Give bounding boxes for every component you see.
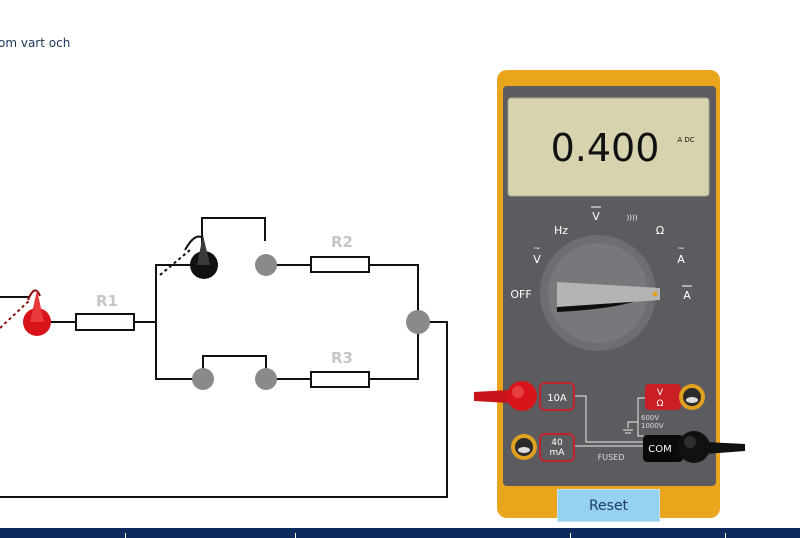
lcd-display <box>507 97 710 197</box>
multimeter: 0.400 A DC OFF ~ V Hz V )))) Ω ~ A A <box>474 70 745 518</box>
label-r3: R3 <box>331 349 353 367</box>
dial-a-dc[interactable]: A <box>683 289 691 302</box>
display-unit: A DC <box>677 136 694 144</box>
dial-ohm[interactable]: Ω <box>656 224 664 237</box>
resistor-r3 <box>310 371 370 388</box>
dial-hz[interactable]: Hz <box>554 224 568 237</box>
bottom-navigation-bar <box>0 528 800 538</box>
dial-continuity[interactable]: )))) <box>627 214 638 222</box>
black-lead-plug-com[interactable] <box>678 431 745 463</box>
node[interactable] <box>192 368 214 390</box>
separator <box>725 533 726 538</box>
red-probe[interactable] <box>23 289 51 336</box>
jack-v-ohm[interactable] <box>679 384 705 410</box>
switch-bottom[interactable] <box>202 355 267 379</box>
rating-600v: 600V <box>641 414 659 422</box>
label-fused: FUSED <box>598 453 625 462</box>
jack-v-ohm-label <box>645 384 681 410</box>
jack-40ma-label <box>539 433 575 462</box>
probe-lead-red <box>0 299 31 329</box>
dial-off[interactable]: OFF <box>510 288 531 301</box>
switch-top[interactable] <box>201 217 266 258</box>
rating-1000v: 1000V <box>641 422 664 430</box>
black-probe[interactable] <box>184 235 218 279</box>
circuit <box>0 217 448 498</box>
reset-button[interactable]: Reset <box>557 489 660 522</box>
dial-a-ac[interactable]: A <box>677 253 685 266</box>
label-r1: R1 <box>96 292 118 310</box>
display-value: 0.400 <box>551 126 660 170</box>
label-40: 40 <box>551 438 563 448</box>
node[interactable] <box>406 310 430 334</box>
separator <box>295 533 296 538</box>
separator <box>125 533 126 538</box>
dial-v-ac[interactable]: V <box>533 253 541 266</box>
label-r2: R2 <box>331 233 353 251</box>
jack-com-label <box>643 435 683 462</box>
svg-text:~: ~ <box>533 244 541 254</box>
svg-text:~: ~ <box>677 244 685 254</box>
label-v: V <box>657 388 664 398</box>
resistor-r2 <box>310 256 370 273</box>
label-ohm: Ω <box>657 399 664 409</box>
wire <box>0 321 448 498</box>
node[interactable] <box>255 254 277 276</box>
resistor-r1 <box>75 313 135 331</box>
rotary-dial[interactable] <box>540 235 660 351</box>
label-com: COM <box>648 444 671 455</box>
node[interactable] <box>255 368 277 390</box>
dial-v-dc[interactable]: V <box>592 210 600 223</box>
separator <box>570 533 571 538</box>
label-10a: 10A <box>547 393 567 404</box>
jack-40ma[interactable] <box>511 434 537 460</box>
label-ma: mA <box>550 448 566 458</box>
probe-lead-black <box>159 249 191 276</box>
instruction-text: om vart och <box>0 36 71 50</box>
jack-10a-label <box>539 382 575 411</box>
red-lead-plug-10a[interactable] <box>474 381 537 411</box>
